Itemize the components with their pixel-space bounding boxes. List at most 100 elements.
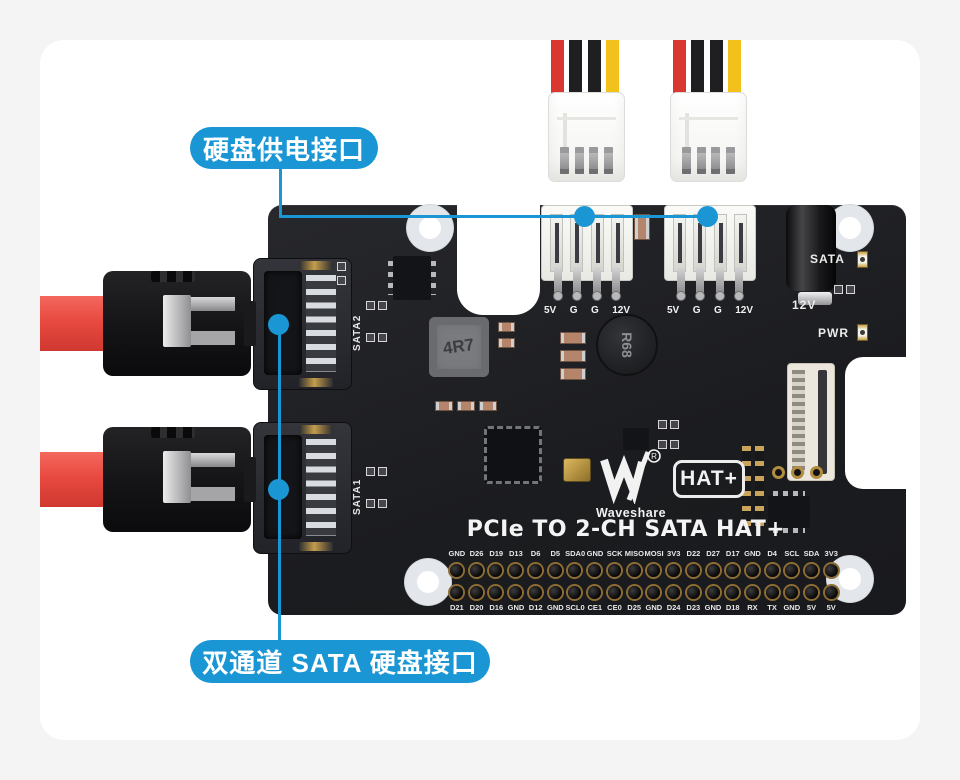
sata-latch-clip <box>163 295 239 347</box>
gpio-pin-hole <box>509 564 523 577</box>
gpio-pin-label: D18 <box>725 603 740 612</box>
brand-text: Waveshare <box>595 506 667 520</box>
pwr-led <box>857 324 868 341</box>
gpio-pin-hole <box>509 586 523 599</box>
power-wire <box>727 40 741 96</box>
gpio-pin-hole <box>667 586 681 599</box>
power-pin-label: G <box>713 305 722 316</box>
gpio-pin-hole <box>765 564 779 577</box>
inductor-4r7-label: 4R7 <box>442 334 476 359</box>
sata-latch-clip <box>163 451 239 503</box>
gpio-pin-hole <box>746 586 760 599</box>
gpio-pin-label: GND <box>704 603 722 612</box>
gpio-pin-label: D20 <box>469 603 484 612</box>
eeprom-chip <box>768 491 810 533</box>
inductor-4r7: 4R7 <box>429 317 489 377</box>
gpio-pin-label: D12 <box>528 603 543 612</box>
board-top-cutout <box>457 205 540 315</box>
sata1-silkscreen-label: SATA1 <box>352 478 363 515</box>
sata-socket-1 <box>253 422 352 554</box>
connector-leg <box>733 267 744 301</box>
inductor-r68: R68 <box>596 314 658 376</box>
gpio-pin-label: CE1 <box>587 603 603 612</box>
gpio-pin-hole <box>568 586 582 599</box>
connector-slot <box>550 214 563 272</box>
gpio-pin-hole <box>548 564 562 577</box>
power-wire <box>691 40 705 96</box>
ffc-connector <box>787 363 835 481</box>
sata2-silkscreen-label: SATA2 <box>352 314 363 351</box>
gpio-pin-label: D16 <box>489 603 504 612</box>
waveshare-logo: R <box>600 449 661 504</box>
gpio-pin-hole <box>489 586 503 599</box>
gpio-pin-hole <box>706 586 720 599</box>
connector-pins <box>682 147 735 174</box>
connector-pins <box>560 147 613 174</box>
gpio-pin-hole <box>469 586 483 599</box>
power-cable-wires-left <box>551 40 619 96</box>
smd-capacitor <box>457 401 475 411</box>
power-pin-label: G <box>692 305 701 316</box>
power-wire <box>569 40 583 96</box>
dc-jack-solder-tab <box>798 292 832 305</box>
power-cable-connector-left <box>548 92 625 182</box>
gpio-pin-label: D22 <box>686 549 701 558</box>
gpio-pin-label: SDA <box>803 549 820 558</box>
gpio-pin-hole <box>765 586 779 599</box>
header-pad-column <box>755 446 764 526</box>
small-ic <box>623 428 649 450</box>
gpio-pin-label: D4 <box>767 549 777 558</box>
smd-capacitor <box>498 322 515 332</box>
sata-interface-callout: 双通道 SATA 硬盘接口 <box>190 640 490 683</box>
smd-capacitor <box>560 350 586 362</box>
gpio-pin-hole <box>450 564 463 577</box>
power-interface-callout: 硬盘供电接口 <box>190 127 378 169</box>
smd-capacitor <box>479 401 497 411</box>
gpio-pin-label: D6 <box>530 549 541 558</box>
mounting-hole <box>405 559 451 605</box>
connector-pin <box>560 147 569 174</box>
connector-pin <box>682 147 691 174</box>
connector-leg <box>591 267 602 301</box>
smd-pads <box>366 333 387 343</box>
gpio-pin-label: D23 <box>686 603 701 612</box>
callout-dot <box>697 206 718 227</box>
connector-leg <box>714 267 725 301</box>
sata-socket-pins <box>306 439 336 536</box>
gpio-pin-hole <box>607 564 621 577</box>
connector-slot <box>733 214 747 272</box>
connector-pin <box>725 147 735 174</box>
power-pin-label: 5V <box>544 305 557 316</box>
callout-line <box>279 215 709 218</box>
gpio-pin-hole <box>746 564 760 577</box>
connector-pin <box>711 147 721 174</box>
gpio-pin-label: D26 <box>469 549 484 558</box>
gpio-pin-hole <box>785 586 799 599</box>
gpio-pin-label: D13 <box>509 549 523 558</box>
gpio-pin-hole <box>726 564 740 577</box>
smd-pads <box>658 420 679 430</box>
pwr-indicator-label: PWR <box>818 326 849 340</box>
flash-chip <box>388 256 436 300</box>
svg-text:R: R <box>651 452 657 461</box>
sata-led <box>857 251 868 268</box>
gold-test-pads <box>772 466 823 479</box>
power-pin-label: 12V <box>735 305 753 316</box>
gpio-pin-label: SCL <box>784 549 800 558</box>
gpio-pin-hole <box>627 564 641 577</box>
smd-capacitor <box>560 332 586 344</box>
gpio-pin-label: D19 <box>489 549 504 558</box>
smd-capacitor <box>634 214 650 240</box>
gpio-pin-label: D17 <box>725 549 740 558</box>
gpio-pin-label: SCK <box>606 549 623 558</box>
power-pin-label: 12V <box>612 305 630 316</box>
power-wire <box>673 40 686 96</box>
connector-pin <box>574 147 584 174</box>
gpio-pin-label: D25 <box>627 603 642 612</box>
gpio-pin-label: GND <box>448 549 466 558</box>
gpio-pin-hole <box>489 564 503 577</box>
gpio-pin-label: 3V3 <box>824 549 838 558</box>
